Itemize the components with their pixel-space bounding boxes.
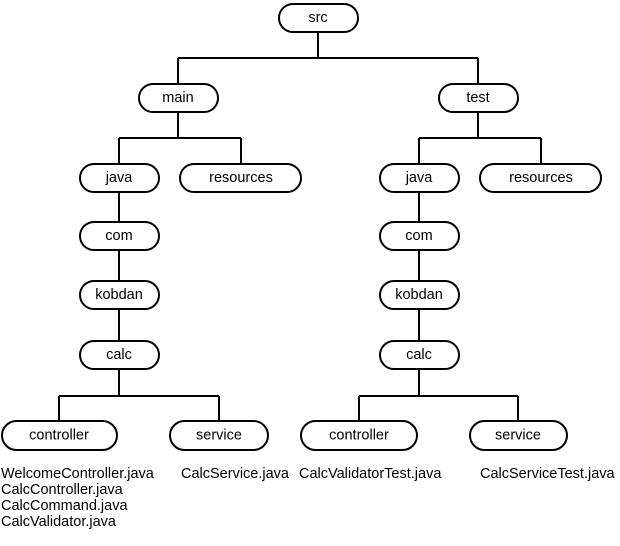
node-test-controller-label: controller (329, 428, 389, 444)
file-name: CalcValidator.java (1, 514, 116, 530)
node-src-label: src (308, 10, 327, 26)
node-main-calc-label: calc (106, 347, 132, 363)
file-name: CalcCommand.java (1, 498, 128, 514)
node-test-java-label: java (405, 170, 434, 186)
main-service-file-list: CalcService.java (181, 466, 289, 482)
node-main-service: service (169, 420, 269, 451)
node-test-label: test (466, 90, 489, 106)
tree-connectors (58, 32, 542, 421)
node-main-java-label: java (105, 170, 134, 186)
node-test-kobdan-label: kobdan (395, 287, 443, 303)
file-name: CalcService.java (181, 466, 289, 482)
node-test-service-label: service (495, 428, 541, 444)
file-name: WelcomeController.java (1, 466, 154, 482)
node-main-java: java (79, 163, 160, 193)
node-main-resources: resources (179, 163, 302, 193)
node-test-com: com (379, 221, 460, 251)
node-main-label: main (162, 90, 193, 106)
node-main-com-label: com (105, 228, 132, 244)
node-main-calc: calc (79, 340, 160, 370)
node-src: src (278, 3, 359, 33)
node-test-calc: calc (379, 340, 460, 370)
test-service-file-list: CalcServiceTest.java (480, 466, 615, 482)
file-name: CalcServiceTest.java (480, 466, 615, 482)
node-main-controller-label: controller (29, 428, 89, 444)
node-main-resources-label: resources (209, 170, 273, 186)
node-main-service-label: service (196, 428, 242, 444)
node-main: main (138, 83, 219, 113)
test-controller-file-list: CalcValidatorTest.java (299, 466, 441, 482)
file-name: CalcController.java (1, 482, 123, 498)
node-main-controller: controller (1, 420, 118, 451)
file-name: CalcValidatorTest.java (299, 466, 442, 482)
node-test-kobdan: kobdan (379, 280, 460, 310)
node-test: test (438, 83, 519, 113)
node-test-calc-label: calc (406, 347, 432, 363)
node-test-controller: controller (300, 420, 418, 451)
node-test-resources: resources (479, 163, 602, 193)
node-test-java: java (379, 163, 460, 193)
node-test-com-label: com (405, 228, 432, 244)
node-main-com: com (79, 221, 160, 251)
node-test-resources-label: resources (509, 170, 573, 186)
main-controller-file-list: WelcomeController.java CalcController.ja… (1, 466, 154, 530)
node-main-kobdan: kobdan (79, 280, 160, 310)
node-main-kobdan-label: kobdan (95, 287, 143, 303)
node-test-service: service (469, 420, 568, 451)
